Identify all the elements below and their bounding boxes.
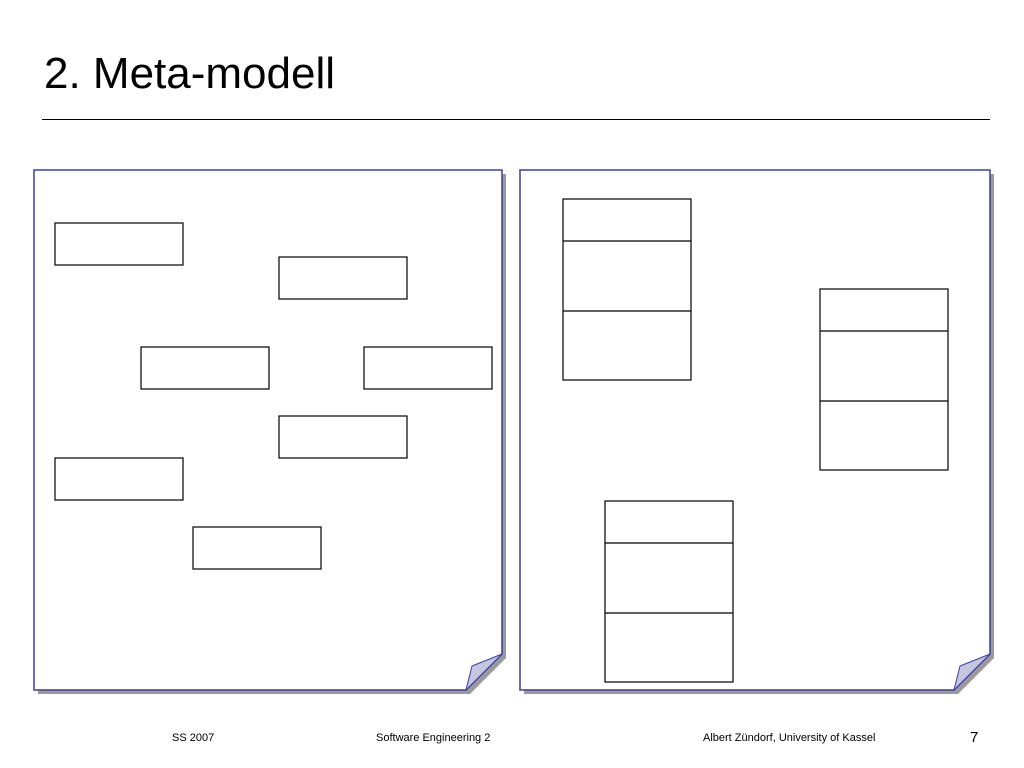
class-box <box>54 222 184 266</box>
class-box <box>140 346 270 390</box>
class-box <box>363 346 493 390</box>
class-frame <box>562 198 692 381</box>
title-divider <box>42 119 990 120</box>
page-curl <box>465 653 503 692</box>
class-box <box>54 457 184 501</box>
uml-class-box <box>819 288 949 471</box>
class-box <box>278 415 408 459</box>
right-sheet <box>519 169 994 694</box>
uml-class-box <box>562 198 692 381</box>
footer-term: SS 2007 <box>172 732 215 744</box>
footer-course: Software Engineering 2 <box>376 732 491 744</box>
class-box <box>192 526 322 570</box>
page-curl <box>953 653 991 692</box>
left-sheet <box>33 169 506 694</box>
class-box <box>278 256 408 300</box>
class-frame <box>819 288 949 471</box>
slide-title: 2. Meta-modell <box>44 49 336 98</box>
uml-class-box <box>604 500 734 683</box>
page-number: 7 <box>970 729 979 746</box>
footer-author: Albert Zündorf, University of Kassel <box>703 732 876 744</box>
class-frame <box>604 500 734 683</box>
